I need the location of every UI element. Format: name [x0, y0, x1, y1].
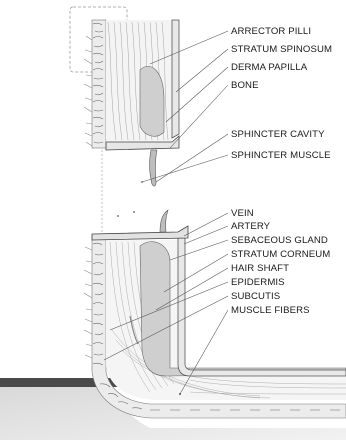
label-sphincter-cavity: SPHINCTER CAVITY: [231, 129, 325, 140]
label-artery: ARTERY: [231, 221, 271, 232]
label-derma-papilla: DERMA PAPILLA: [231, 62, 308, 73]
labels: ARRECTOR PILLI STRATUM SPINOSUM DERMA PA…: [231, 26, 332, 316]
label-hair-shaft: HAIR SHAFT: [231, 263, 289, 274]
label-muscle-fibers: MUSCLE FIBERS: [231, 305, 310, 316]
label-stratum-corneum: STRATUM CORNEUM: [231, 249, 330, 260]
cavity-point: [133, 211, 135, 213]
cavity-point: [117, 215, 119, 217]
label-arrector-pilli: ARRECTOR PILLI: [231, 26, 311, 37]
label-bone: BONE: [231, 80, 259, 91]
label-vein: VEIN: [231, 208, 254, 219]
label-sebaceous-gland: SEBACEOUS GLAND: [231, 235, 328, 246]
label-subcutis: SUBCUTIS: [231, 291, 280, 302]
label-sphincter-muscle: SPHINCTER MUSCLE: [231, 150, 331, 161]
upper-structure: [84, 20, 179, 186]
label-epidermis: EPIDERMIS: [231, 277, 285, 288]
label-stratum-spinosum: STRATUM SPINOSUM: [231, 44, 332, 55]
